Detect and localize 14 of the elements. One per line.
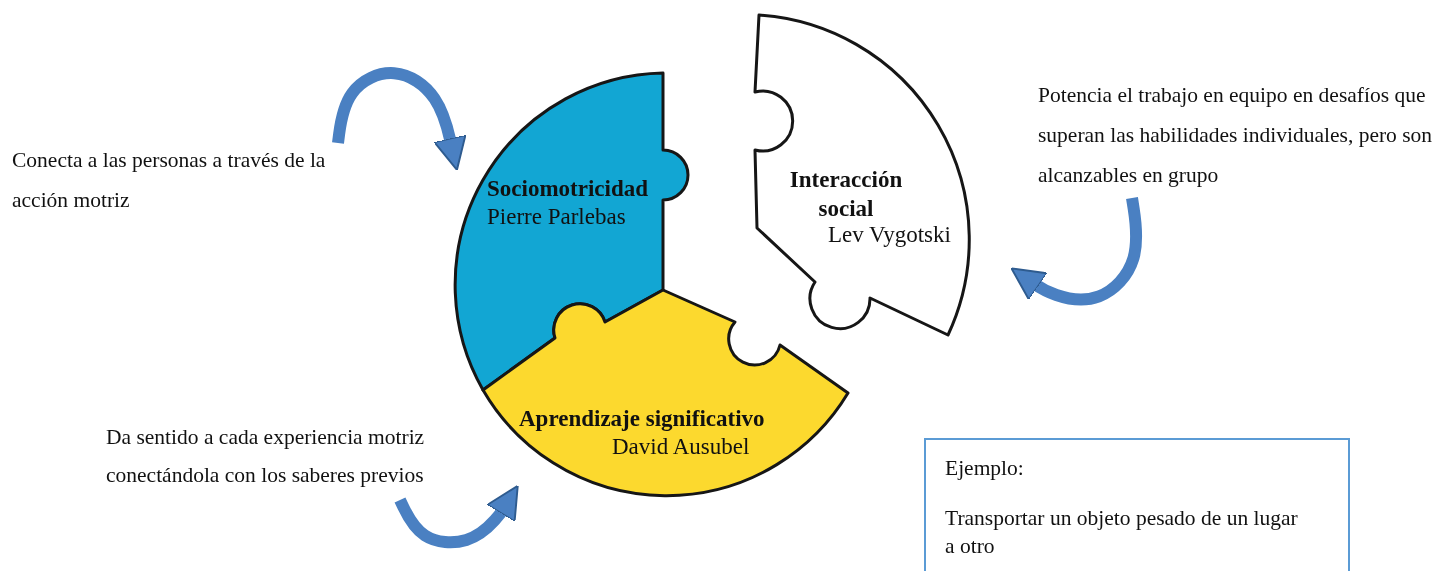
- curved-arrow: [332, 67, 467, 171]
- piece-title: Sociomotricidad: [487, 175, 648, 203]
- author-name: Lev Vygotski: [828, 221, 951, 249]
- description-text: Conecta a las personas a través de la acción motriz: [12, 147, 327, 214]
- description-text: Potencia el trabajo en equipo en desafíos que superan las habilidades individuales, pero son alcanzables en grupo: [1038, 82, 1434, 189]
- example-heading: Ejemplo:: [945, 455, 1024, 482]
- author-name: David Ausubel: [612, 433, 750, 461]
- author-name: Pierre Parlebas: [487, 203, 626, 231]
- piece-title: Aprendizaje significativo: [519, 405, 765, 433]
- example-card: [924, 438, 1350, 571]
- example-text: Transportar un objeto pesado de un lugar a otro: [945, 505, 1299, 560]
- curved-arrow: [1010, 197, 1143, 306]
- piece-title: Interacción social: [788, 166, 904, 223]
- description-text: Da sentido a cada experiencia motriz conectándola con los saberes previos: [106, 424, 426, 489]
